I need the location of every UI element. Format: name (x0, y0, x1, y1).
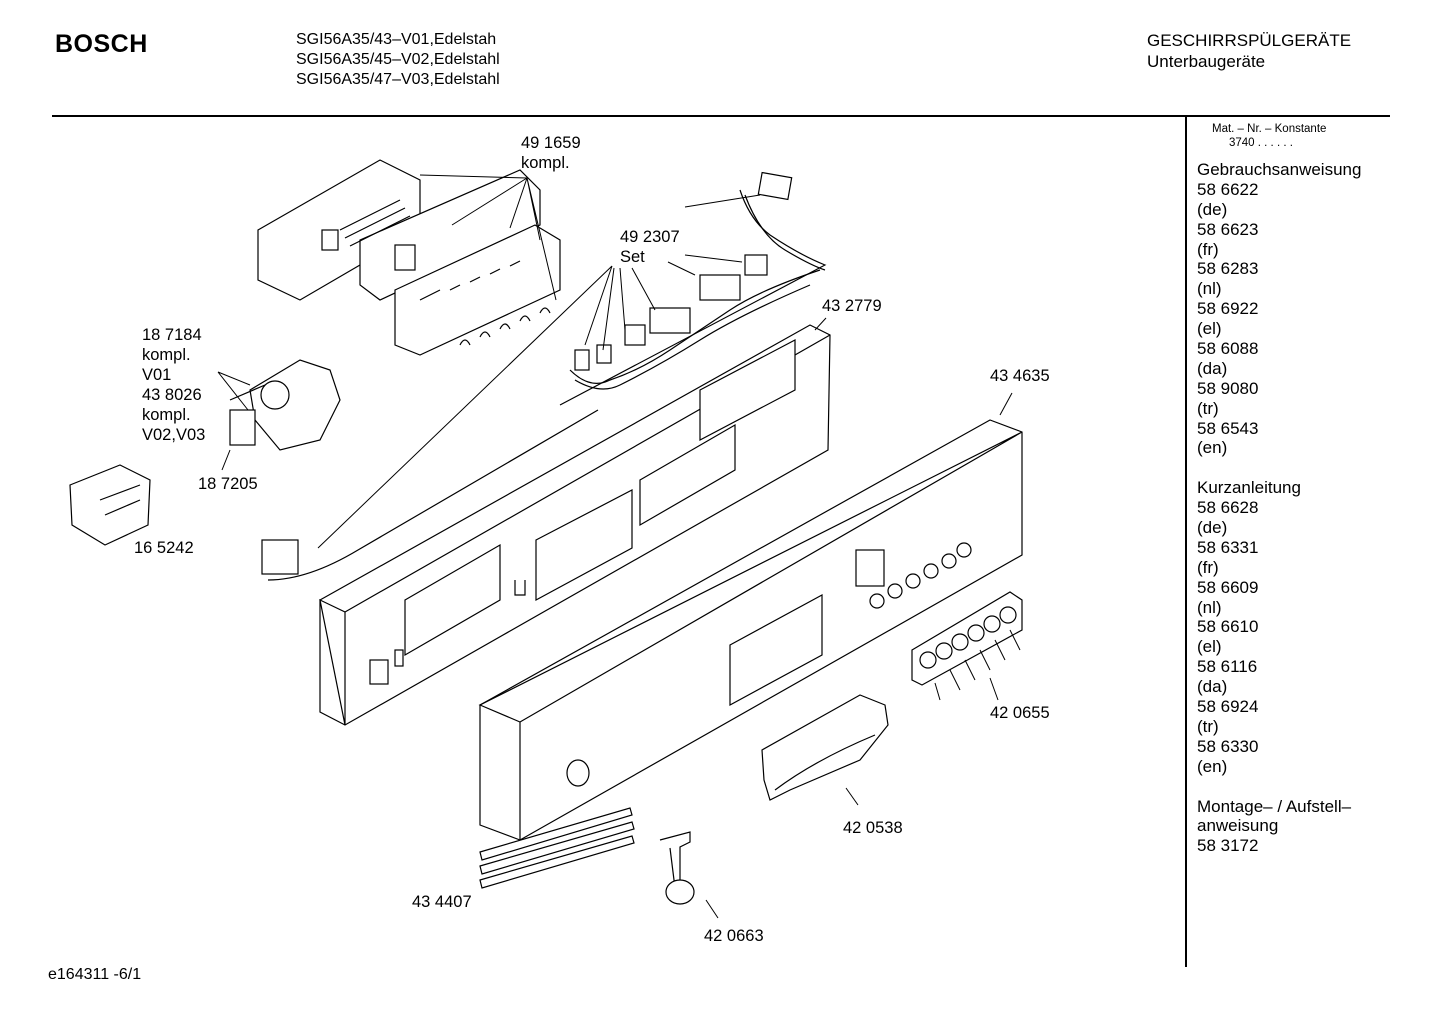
document-line: (el) (1197, 319, 1222, 339)
part-label-165242: 16 5242 (134, 539, 194, 557)
document-line: 58 6088 (1197, 339, 1259, 359)
document-line: (nl) (1197, 279, 1222, 299)
model-list: SGI56A35/43–V01,Edelstah SGI56A35/45–V02… (296, 30, 500, 90)
document-line: 58 6609 (1197, 577, 1259, 597)
document-line: 58 6622 (1197, 179, 1259, 199)
document-line: 58 6924 (1197, 697, 1259, 717)
drawing-id: e164311 -6/1 (48, 966, 142, 983)
category-subtitle: Unterbaugeräte (1147, 52, 1266, 71)
document-line: Montage– / Aufstell– (1197, 796, 1352, 816)
header-divider (52, 115, 1390, 117)
document-line: (el) (1197, 637, 1222, 657)
relay-part (229, 359, 341, 451)
category: GESCHIRRSPÜLGERÄTE Unterbaugeräte (1147, 30, 1351, 72)
document-line: 58 6922 (1197, 299, 1259, 319)
part-label-434407: 43 4407 (412, 893, 472, 911)
document-line: anweisung (1197, 816, 1279, 836)
part-label-187184: 18 7184 kompl. V01 43 8026 kompl. V02,V0… (142, 326, 206, 444)
wiring-set-part (261, 171, 827, 581)
part-label-420538: 42 0538 (843, 819, 903, 837)
document-line: (tr) (1197, 716, 1219, 736)
document-line: (nl) (1197, 597, 1222, 617)
control-board-part (257, 159, 561, 356)
document-line: (fr) (1197, 557, 1219, 577)
exploded-view-drawing (69, 159, 1023, 919)
knob-part (659, 831, 695, 905)
document-line: (en) (1197, 438, 1228, 458)
document-line: 58 6543 (1197, 418, 1259, 438)
leader-lines (217, 174, 1021, 919)
facia-panel-part (478, 419, 1023, 841)
document-line: (da) (1197, 358, 1228, 378)
part-label-491659: 49 1659 kompl. (521, 134, 581, 172)
mat-no-block: Mat. – Nr. – Konstante 3740 . . . . . . (1212, 122, 1326, 150)
document-gap (1197, 458, 1361, 478)
part-label-420663: 42 0663 (704, 927, 764, 945)
part-label-187205: 18 7205 (198, 475, 258, 493)
document-line: 58 6283 (1197, 259, 1259, 279)
door-handle-part (761, 694, 889, 801)
part-label-432779: 43 2779 (822, 297, 882, 315)
document-line: 58 3172 (1197, 836, 1259, 856)
document-line: Gebrauchsanweisung (1197, 160, 1362, 179)
sidebar-divider (1185, 117, 1187, 967)
document-line: 58 6610 (1197, 617, 1259, 637)
document-gap (1197, 777, 1361, 797)
control-frame-part (319, 324, 831, 726)
button-strip-part (911, 591, 1023, 686)
document-line: (fr) (1197, 239, 1219, 259)
part-label-492307: 49 2307 Set (620, 228, 680, 266)
document-line: (da) (1197, 677, 1228, 697)
document-line: 58 6623 (1197, 219, 1259, 239)
mat-no-label: Mat. – Nr. – Konstante (1212, 123, 1327, 135)
document-line: 58 6330 (1197, 736, 1259, 756)
mat-no-value: 3740 . . . . . . (1229, 137, 1293, 149)
model-line: SGI56A35/43–V01,Edelstah (296, 31, 497, 48)
model-line: SGI56A35/47–V03,Edelstahl (296, 71, 500, 88)
part-label-434635: 43 4635 (990, 367, 1050, 385)
document-line: Kurzanleitung (1197, 478, 1301, 498)
model-line: SGI56A35/45–V02,Edelstahl (296, 51, 500, 68)
document-line: (de) (1197, 518, 1228, 538)
document-line: (tr) (1197, 398, 1219, 418)
switch-part (69, 464, 151, 546)
seal-strip-part (479, 807, 635, 889)
document-line: 58 6628 (1197, 498, 1259, 518)
category-title: GESCHIRRSPÜLGERÄTE (1147, 31, 1352, 50)
document-line: 58 9080 (1197, 378, 1259, 398)
brand-logo: BOSCH (55, 30, 148, 58)
document-line: 58 6331 (1197, 537, 1259, 557)
part-label-420655: 42 0655 (990, 704, 1050, 722)
document-line: 58 6116 (1197, 657, 1258, 677)
document-line: (de) (1197, 199, 1228, 219)
document-line: (en) (1197, 756, 1228, 776)
